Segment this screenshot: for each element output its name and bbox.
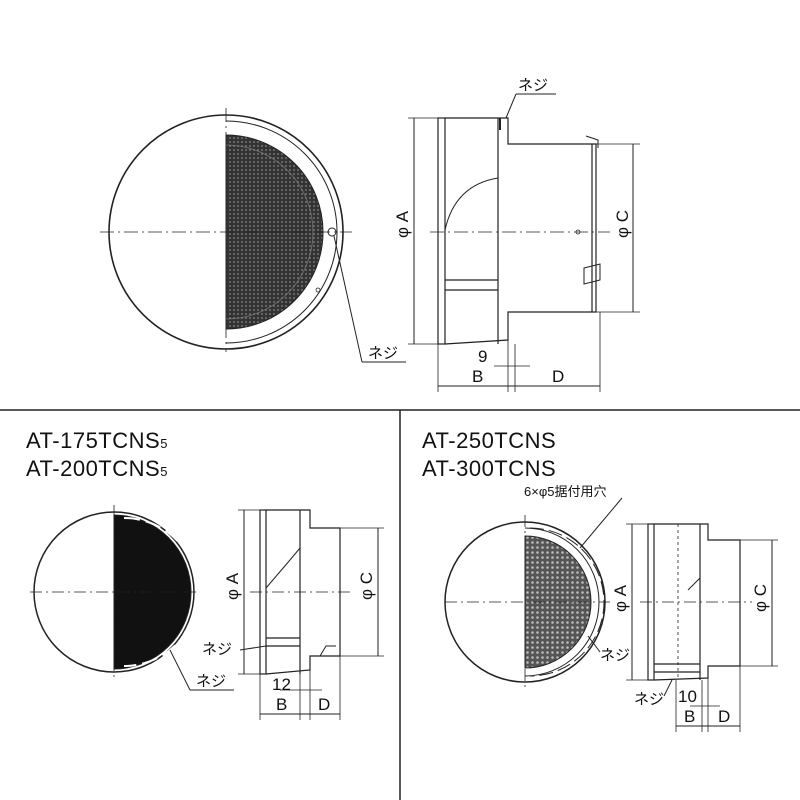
mount-holes-label: 6×φ5据付用穴	[524, 484, 606, 499]
dim-d-label-left: D	[318, 695, 330, 714]
gap-10-label: 10	[678, 687, 697, 706]
top-side-view	[408, 93, 640, 392]
left-side-view	[238, 509, 384, 720]
dim-d-label-top: D	[552, 367, 564, 386]
right-side-view	[626, 523, 778, 732]
model-label-at-175: AT-175TCNS5	[26, 428, 168, 453]
screw-label-left-side: ネジ	[202, 641, 232, 658]
dim-b-label-right: B	[684, 707, 695, 726]
gap-12-label: 12	[272, 675, 291, 694]
top-front-view	[100, 108, 406, 363]
dim-b-label-top: B	[472, 367, 483, 386]
left-front-view	[30, 505, 234, 691]
dia-a-label-right: φ A	[611, 584, 630, 612]
dia-c-label-left: φ C	[357, 572, 376, 600]
screw-label-top-front: ネジ	[368, 345, 398, 362]
screw-label-top-side: ネジ	[518, 77, 548, 94]
screw-label-right-front: ネジ	[600, 647, 630, 664]
dim-b-label-left: B	[276, 695, 287, 714]
model-label-at-300: AT-300TCNS	[422, 456, 557, 481]
dia-a-label-left: φ A	[223, 572, 242, 600]
gap-9-label: 9	[478, 347, 487, 366]
dia-c-label-right: φ C	[751, 584, 770, 612]
dia-c-label-top: φ C	[613, 210, 632, 238]
dia-a-label-top: φ A	[393, 210, 412, 238]
right-front-view	[444, 497, 623, 690]
panel-borders	[0, 409, 800, 800]
model-label-at-200: AT-200TCNS5	[26, 456, 168, 481]
screw-label-left-front: ネジ	[196, 673, 226, 690]
screw-label-right-side: ネジ	[634, 691, 664, 708]
model-label-at-250: AT-250TCNS	[422, 428, 557, 453]
dim-d-label-right: D	[718, 707, 730, 726]
